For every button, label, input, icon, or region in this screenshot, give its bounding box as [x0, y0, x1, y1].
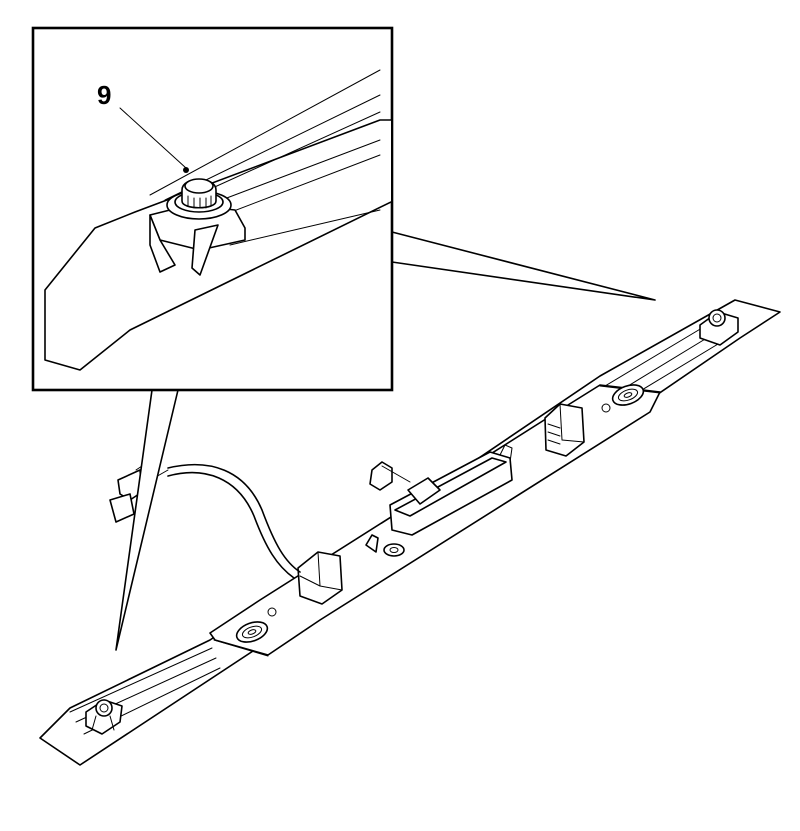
callout-dot-9	[183, 167, 189, 173]
callout-leader-9	[119, 107, 187, 169]
right-end-clip	[699, 309, 739, 346]
push-pin-fastener	[166, 178, 232, 220]
right-lamp-lens	[601, 384, 645, 413]
left-end-clip	[85, 699, 123, 735]
headliner-rail-assembly	[39, 299, 781, 766]
left-connector	[297, 551, 343, 605]
left-lamp-lens	[235, 607, 277, 643]
callout-label-9: 9	[97, 80, 111, 110]
zoom-leader	[115, 231, 656, 651]
wiring-harness	[109, 461, 301, 579]
wire-bracket	[369, 461, 411, 491]
detail-inset: 9	[31, 26, 394, 392]
center-switch-module	[389, 444, 513, 536]
right-connector	[544, 403, 585, 457]
center-stud	[365, 534, 405, 557]
